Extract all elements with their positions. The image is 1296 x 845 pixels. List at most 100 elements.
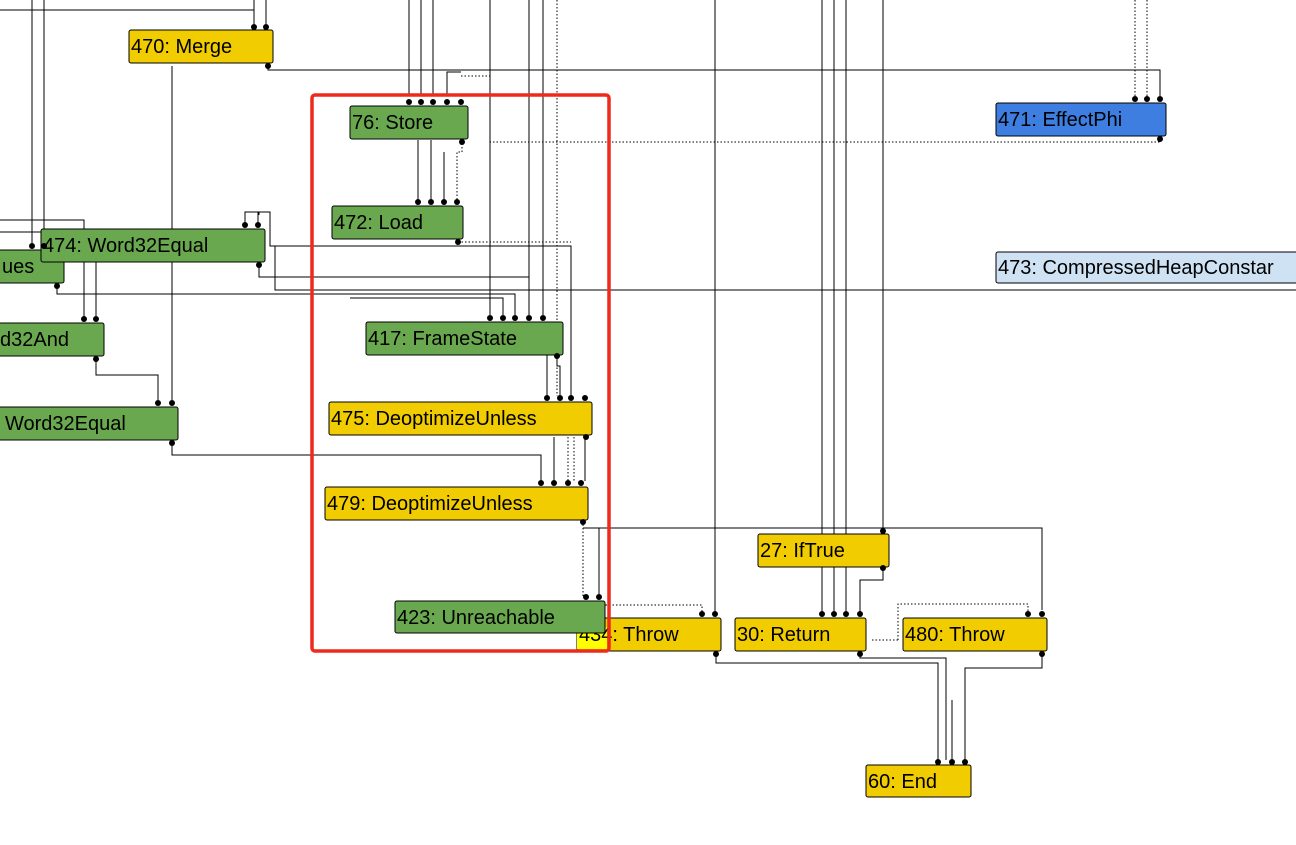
node-label: 471: EffectPhi (998, 109, 1122, 131)
pin (831, 611, 837, 617)
pin (265, 63, 271, 69)
edge (456, 140, 463, 200)
pin (255, 222, 261, 228)
edge (267, 66, 1161, 96)
edge (556, 355, 561, 396)
node-label: 474: Word32Equal (43, 235, 208, 257)
node-label: d32And (0, 329, 69, 351)
node-label: Word32Equal (5, 413, 126, 435)
selection-rectangle[interactable] (310, 93, 611, 653)
node-label: ues (2, 256, 34, 278)
edge (95, 358, 159, 400)
node-label: 60: End (868, 771, 937, 793)
pin (256, 262, 262, 268)
pin (459, 139, 465, 145)
pin (1039, 651, 1045, 657)
node-label: 27: IfTrue (760, 540, 845, 562)
edge (859, 568, 884, 612)
pin (935, 759, 941, 765)
pin (596, 594, 602, 600)
pin (880, 528, 886, 534)
pin (1039, 611, 1045, 617)
edge (0, 219, 85, 317)
pin (415, 199, 421, 205)
node-throw-480[interactable]: 480: Throw (902, 617, 1048, 652)
edge (859, 654, 947, 760)
node-label: 479: DeoptimizeUnless (327, 493, 533, 515)
edge (350, 297, 504, 315)
node-word32equal-left[interactable]: Word32Equal (0, 406, 179, 441)
pin (93, 316, 99, 322)
edge (897, 603, 1029, 640)
pin (962, 759, 968, 765)
pin (538, 480, 544, 486)
node-word32and[interactable]: d32And (0, 322, 105, 357)
pin (54, 283, 60, 289)
node-label: 480: Throw (905, 624, 1005, 646)
pin (1025, 611, 1031, 617)
pin (949, 759, 955, 765)
pin (406, 99, 412, 105)
pin (843, 611, 849, 617)
pin (1157, 136, 1163, 142)
node-store-76[interactable]: 76: Store (349, 105, 469, 140)
edge (171, 446, 542, 481)
node-unreachable-423[interactable]: 423: Unreachable (394, 600, 606, 634)
pin (487, 315, 493, 321)
pin (441, 199, 447, 205)
pin (29, 243, 35, 249)
pin (1157, 96, 1163, 102)
pin (455, 239, 461, 245)
node-deoptimizeunless-479[interactable]: 479: DeoptimizeUnless (324, 486, 589, 521)
pin (568, 395, 574, 401)
node-label: 475: DeoptimizeUnless (331, 408, 537, 430)
node-merge-470[interactable]: 470: Merge (128, 29, 274, 64)
pin (500, 315, 506, 321)
edge (258, 265, 530, 315)
pin (41, 243, 47, 249)
edge (56, 285, 516, 315)
pin (93, 356, 99, 362)
node-end-60[interactable]: 60: End (865, 764, 972, 798)
pin (512, 315, 518, 321)
pin (526, 315, 532, 321)
edge (0, 9, 255, 24)
pin (880, 565, 886, 571)
pin (551, 480, 557, 486)
node-effectphi-471[interactable]: 471: EffectPhi (995, 102, 1167, 137)
node-load-472[interactable]: 472: Load (331, 205, 464, 240)
node-label: 470: Merge (131, 36, 232, 58)
pin (540, 315, 546, 321)
pin (557, 395, 563, 401)
edge (964, 654, 1043, 760)
pin (578, 480, 584, 486)
node-deoptimizeunless-475[interactable]: 475: DeoptimizeUnless (328, 401, 593, 436)
pin (554, 353, 560, 359)
pin (819, 611, 825, 617)
pin (430, 99, 436, 105)
pin (583, 594, 589, 600)
edge (583, 527, 1043, 610)
pin (81, 316, 87, 322)
pin (712, 611, 718, 617)
node-compressedheapconstant-473[interactable]: 473: CompressedHeapConstar (995, 251, 1296, 284)
edge (274, 246, 1296, 291)
edge (258, 211, 572, 400)
node-label: 423: Unreachable (397, 607, 555, 629)
edge (244, 211, 259, 225)
pin (699, 611, 705, 617)
pin (242, 222, 248, 228)
node-label: 473: CompressedHeapConstar (998, 257, 1274, 279)
pin (169, 440, 175, 446)
node-label: 30: Return (737, 624, 830, 646)
node-return-30[interactable]: 30: Return (734, 617, 867, 652)
pins (29, 24, 1163, 765)
node-framestate-417[interactable]: 417: FrameState (365, 321, 564, 356)
node-label: 76: Store (352, 112, 433, 134)
pin (263, 24, 269, 30)
node-iftrue-27[interactable]: 27: IfTrue (757, 533, 890, 568)
pin (444, 99, 450, 105)
node-word32equal-474[interactable]: 474: Word32Equal (40, 228, 266, 263)
pin (251, 24, 257, 30)
